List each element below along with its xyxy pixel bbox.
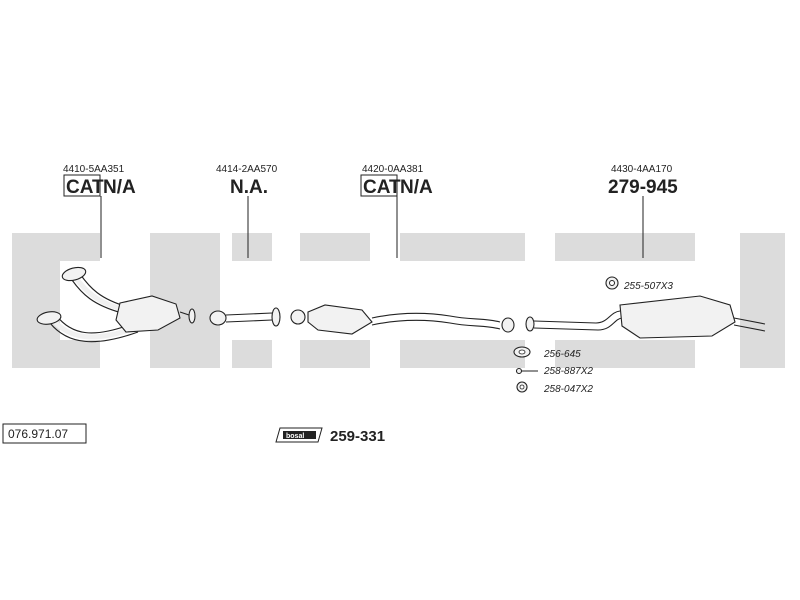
catalyst-middle-pipe-part[interactable] (290, 304, 515, 335)
accessory-hanger[interactable]: 255-507X3 (605, 276, 673, 292)
bosal-logo-text: bosal (286, 433, 304, 440)
accessory-code: 258-047X2 (543, 384, 593, 395)
front-pipe-part[interactable] (36, 265, 196, 343)
bosal-logo: bosal (275, 427, 323, 443)
reference-number: 076.971.07 (8, 427, 68, 441)
accessory-code: 256-645 (543, 349, 581, 360)
part-code: N.A. (230, 177, 268, 198)
oe-number: 4414-2AA570 (216, 164, 278, 175)
cat-prefix: CAT (363, 177, 401, 198)
mounting-kit[interactable]: bosal 259-331 (275, 427, 385, 445)
nut-icon (516, 381, 528, 393)
gasket-icon (513, 346, 531, 358)
intermediate-pipe-part[interactable] (209, 307, 281, 327)
bolt-icon (515, 367, 538, 375)
accessory-nut[interactable]: 258-047X2 (516, 381, 593, 395)
oe-number: 4420-0AA381 (362, 164, 424, 175)
part-label-intermediate-pipe[interactable]: 4414-2AA570 N.A. (216, 164, 278, 198)
accessory-code: 258-887X2 (543, 366, 593, 377)
oe-number: 4410-5AA351 (63, 164, 125, 175)
part-label-rear-silencer[interactable]: 4430-4AA170 279-945 (608, 164, 678, 198)
cat-box (360, 174, 398, 197)
rear-silencer-part[interactable] (525, 295, 766, 339)
oe-number: 4430-4AA170 (611, 164, 673, 175)
cat-box (63, 174, 101, 197)
diagram-reference: 076.971.07 (2, 423, 87, 444)
rubber-hanger-icon (605, 276, 619, 290)
cat-prefix: CAT (66, 177, 104, 198)
bosal-watermark (12, 233, 785, 368)
part-label-front-pipe[interactable]: 4410-5AA351 CAT N/A (63, 164, 136, 198)
part-code: 279-945 (608, 177, 678, 198)
accessory-gasket[interactable]: 256-645 (513, 346, 581, 360)
mounting-kit-code: 259-331 (330, 428, 385, 445)
part-code: N/A (103, 177, 136, 198)
accessory-code: 255-507X3 (623, 281, 673, 292)
accessory-bolt[interactable]: 258-887X2 (515, 366, 594, 377)
part-code: N/A (400, 177, 433, 198)
part-label-catalyst[interactable]: 4420-0AA381 CAT N/A (360, 164, 433, 198)
